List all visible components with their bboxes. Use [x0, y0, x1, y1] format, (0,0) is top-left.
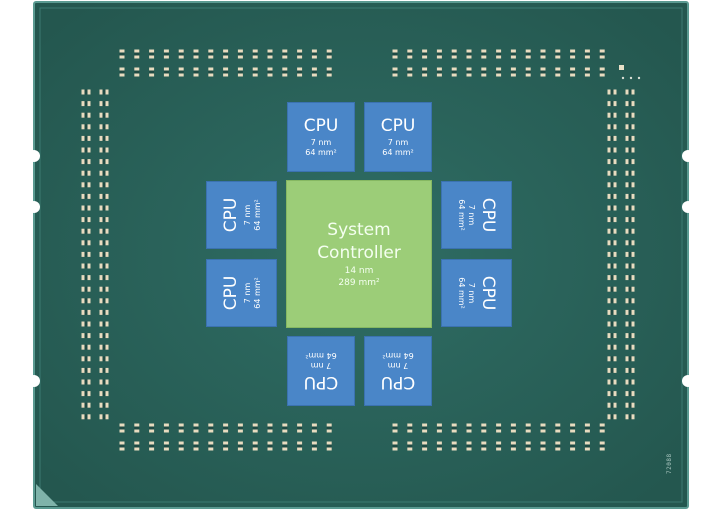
fiducial-mark — [619, 65, 624, 70]
substrate-inner-border — [39, 7, 683, 503]
cpu-die-left-upper: CPU 7 nm 64 mm² — [206, 181, 277, 249]
cpu-die-top-left: CPU 7 nm 64 mm² — [287, 102, 355, 172]
cpu-die-bottom-left: CPU 7 nm 64 mm² — [287, 336, 355, 406]
cpu-die-process: 7 nm — [466, 204, 476, 226]
cpu-die-bottom-right: CPU 7 nm 64 mm² — [364, 336, 432, 406]
cpu-die-left-lower: CPU 7 nm 64 mm² — [206, 259, 277, 327]
cpu-die-process: 7 nm — [310, 361, 332, 370]
io-die-process: 14 nm — [344, 266, 374, 276]
cpu-die-process: 7 nm — [466, 282, 476, 304]
cpu-die-label: CPU — [477, 275, 498, 311]
cpu-die-area: 64 mm² — [252, 199, 262, 231]
cpu-die-label: CPU — [220, 275, 241, 311]
cpu-die-label: CPU — [303, 372, 339, 392]
cpu-die-right-upper: CPU 7 nm 64 mm² — [441, 181, 512, 249]
io-die-title-line2: Controller — [317, 243, 401, 263]
cpu-die-label: CPU — [303, 116, 339, 136]
pin1-corner-marker — [36, 484, 58, 506]
cpu-die-area: 64 mm² — [456, 199, 466, 231]
cpu-die-area: 64 mm² — [382, 351, 414, 360]
cpu-die-process: 7 nm — [310, 138, 332, 147]
package-marking: 72088 — [666, 453, 673, 474]
cpu-die-label: CPU — [477, 197, 498, 233]
cpu-die-process: 7 nm — [242, 204, 252, 226]
io-die-title-line1: System — [327, 220, 391, 240]
cpu-die-area: 64 mm² — [305, 351, 337, 360]
side-notches — [28, 150, 694, 387]
cpu-die-area: 64 mm² — [456, 277, 466, 309]
cpu-die-area: 64 mm² — [252, 277, 262, 309]
cpu-die-area: 64 mm² — [305, 148, 337, 157]
capacitor-pads — [81, 49, 635, 451]
cpu-die-top-right: CPU 7 nm 64 mm² — [364, 102, 432, 172]
system-controller-die: System Controller 14 nm 289 mm² — [286, 180, 432, 328]
cpu-die-right-lower: CPU 7 nm 64 mm² — [441, 259, 512, 327]
cpu-die-process: 7 nm — [387, 361, 409, 370]
cpu-die-process: 7 nm — [387, 138, 409, 147]
cpu-die-label: CPU — [220, 197, 241, 233]
cpu-die-area: 64 mm² — [382, 148, 414, 157]
io-die-area: 289 mm² — [338, 278, 380, 288]
cpu-die-process: 7 nm — [242, 282, 252, 304]
cpu-die-label: CPU — [380, 116, 416, 136]
cpu-die-label: CPU — [380, 372, 416, 392]
test-dots — [621, 76, 641, 80]
